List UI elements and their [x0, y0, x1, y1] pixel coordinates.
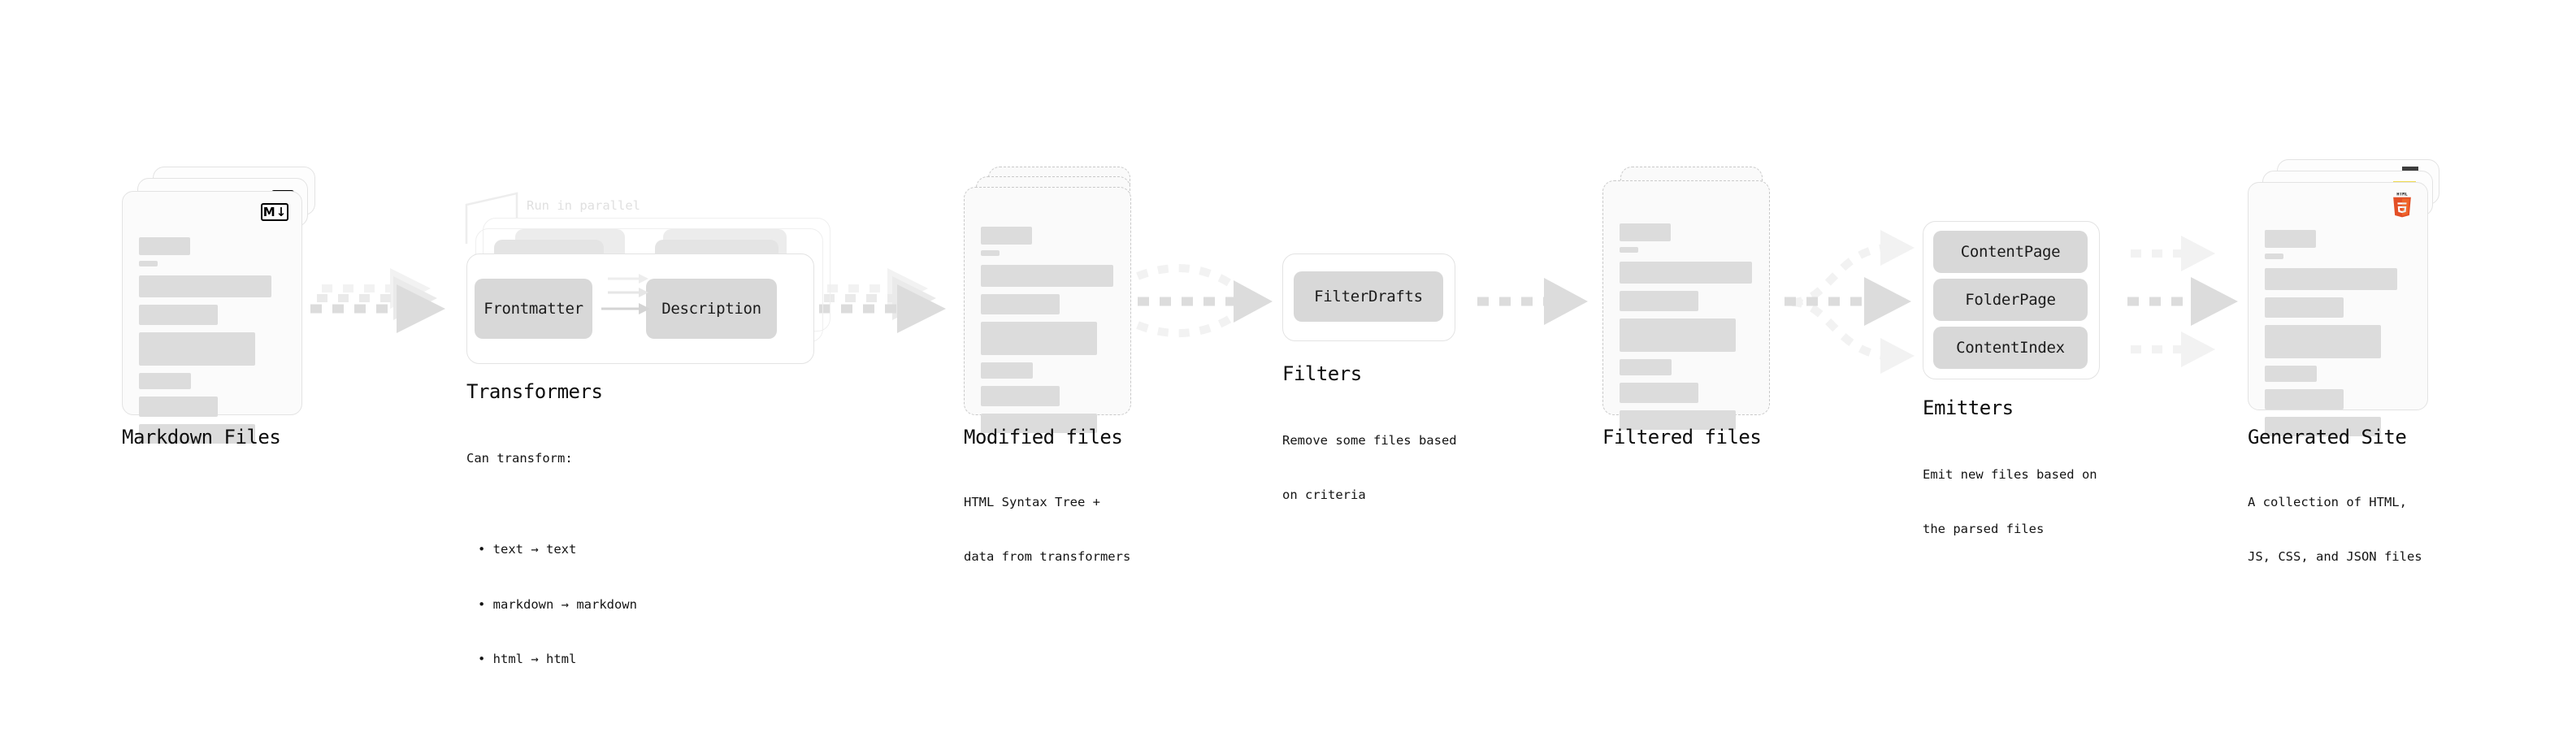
- modified-card-front: [964, 187, 1131, 433]
- connector-layer: .dash { stroke:#dcdcdc; stroke-width:11;…: [310, 192, 2238, 374]
- markdown-files-title: Markdown Files: [122, 426, 281, 448]
- generated-card-content: [2265, 230, 2411, 436]
- markdown-files-stack: M ↓ M ↓ M ↓: [122, 167, 333, 444]
- content-bar: [1620, 223, 1671, 241]
- contentpage-chip[interactable]: ContentPage: [1933, 231, 2088, 273]
- content-bar: [2265, 297, 2344, 318]
- content-bar: [139, 396, 218, 417]
- run-in-parallel-label: Run in parallel: [527, 198, 640, 213]
- html5-shield: HTML: [2393, 192, 2411, 218]
- content-bar: [981, 386, 1060, 406]
- content-bar: [981, 362, 1033, 379]
- markdown-card-front: M ↓: [122, 191, 302, 444]
- content-bar: [2265, 254, 2283, 259]
- content-bar: [1620, 262, 1752, 284]
- transformers-desc-item: html → html: [478, 650, 637, 668]
- description-chip[interactable]: Description: [646, 279, 777, 339]
- filtered-card-content: [1620, 223, 1753, 430]
- content-bar: [981, 322, 1097, 355]
- arrow-filtered-to-emitters: [1785, 230, 1915, 374]
- transformers-desc-head: Can transform:: [466, 450, 573, 466]
- folderpage-chip[interactable]: FolderPage: [1933, 279, 2088, 321]
- content-bar: [2265, 417, 2381, 436]
- content-bar: [2265, 389, 2344, 410]
- generated-site-desc-line: A collection of HTML,: [2248, 494, 2407, 509]
- content-bar: [139, 332, 255, 366]
- generated-site-title: Generated Site: [2248, 426, 2407, 448]
- markdown-badge-m: M: [262, 204, 275, 219]
- generated-site-description: A collection of HTML, JS, CSS, and JSON …: [2248, 457, 2422, 603]
- content-bar: [981, 227, 1032, 245]
- filters-desc-line: Remove some files based: [1282, 432, 1457, 448]
- filtered-files-stack: [1602, 167, 1789, 430]
- content-bar: [139, 261, 158, 266]
- content-bar: [981, 250, 1000, 256]
- content-bar: [139, 424, 255, 444]
- pipeline-diagram: .dash { stroke:#dcdcdc; stroke-width:11;…: [0, 0, 2576, 681]
- content-bar: [2265, 230, 2316, 248]
- generated-site-desc-line: JS, CSS, and JSON files: [2248, 549, 2422, 565]
- modified-files-description: HTML Syntax Tree + data from transformer…: [964, 457, 1130, 603]
- markdown-badge-arrow: ↓: [275, 204, 287, 219]
- filtered-files-title: Filtered files: [1602, 426, 1762, 448]
- modified-files-desc-line: HTML Syntax Tree +: [964, 494, 1100, 509]
- content-bar: [1620, 410, 1736, 430]
- transformers-desc-item: text → text: [478, 540, 637, 558]
- emitters-desc-line: Emit new files based on: [1923, 466, 2097, 482]
- content-bar: [981, 294, 1060, 314]
- arrow-emitters-to-site: [2127, 236, 2238, 367]
- content-bar: [2265, 325, 2381, 358]
- content-bar: [139, 373, 191, 389]
- content-bar: [139, 237, 190, 255]
- content-bar: [139, 275, 271, 297]
- content-bar: [2265, 366, 2317, 382]
- html5-icon: HTML: [2390, 192, 2414, 223]
- emitters-description: Emit new files based on the parsed files: [1923, 429, 2097, 575]
- arrow-transformers-to-modified: [819, 268, 946, 333]
- emitters-title: Emitters: [1923, 396, 2014, 419]
- contentindex-chip[interactable]: ContentIndex: [1933, 327, 2088, 369]
- filterdrafts-chip[interactable]: FilterDrafts: [1294, 271, 1443, 322]
- emitters-desc-line: the parsed files: [1923, 522, 2045, 537]
- content-bar: [1620, 359, 1672, 375]
- markdown-icon: M ↓: [261, 203, 288, 221]
- filters-desc-line: on criteria: [1282, 488, 1366, 503]
- modified-files-title: Modified files: [964, 426, 1123, 448]
- generated-card-front: HTML: [2248, 182, 2428, 436]
- content-bar: [2265, 268, 2397, 290]
- generated-site-stack: HTML: [2248, 159, 2459, 436]
- filters-title: Filters: [1282, 362, 1362, 385]
- content-bar: [1620, 383, 1698, 403]
- content-bar: [1620, 318, 1736, 352]
- content-bar: [1620, 247, 1638, 253]
- content-bar: [139, 305, 218, 325]
- arrow-filters-to-filtered: [1477, 278, 1588, 325]
- transformers-description: Can transform: text → text markdown → ma…: [466, 413, 637, 741]
- filtered-card-front: [1602, 180, 1770, 430]
- modified-files-desc-line: data from transformers: [964, 549, 1131, 565]
- transformer-inner-arrows: [601, 274, 650, 314]
- transformers-title: Transformers: [466, 380, 603, 403]
- frontmatter-chip[interactable]: Frontmatter: [475, 279, 592, 339]
- transformers-desc-item: markdown → markdown: [478, 596, 637, 613]
- markdown-card-content: [139, 237, 285, 444]
- content-bar: [1620, 291, 1698, 311]
- arrow-modified-to-filters: [1136, 264, 1273, 337]
- modified-card-content: [981, 227, 1114, 433]
- transformers-desc-list: text → text markdown → markdown html → h…: [466, 504, 637, 704]
- content-bar: [981, 265, 1113, 287]
- content-bar: [981, 414, 1097, 433]
- html5-wordmark: HTML: [2396, 193, 2408, 197]
- filters-description: Remove some files based on criteria: [1282, 395, 1457, 541]
- modified-files-stack: [964, 167, 1151, 433]
